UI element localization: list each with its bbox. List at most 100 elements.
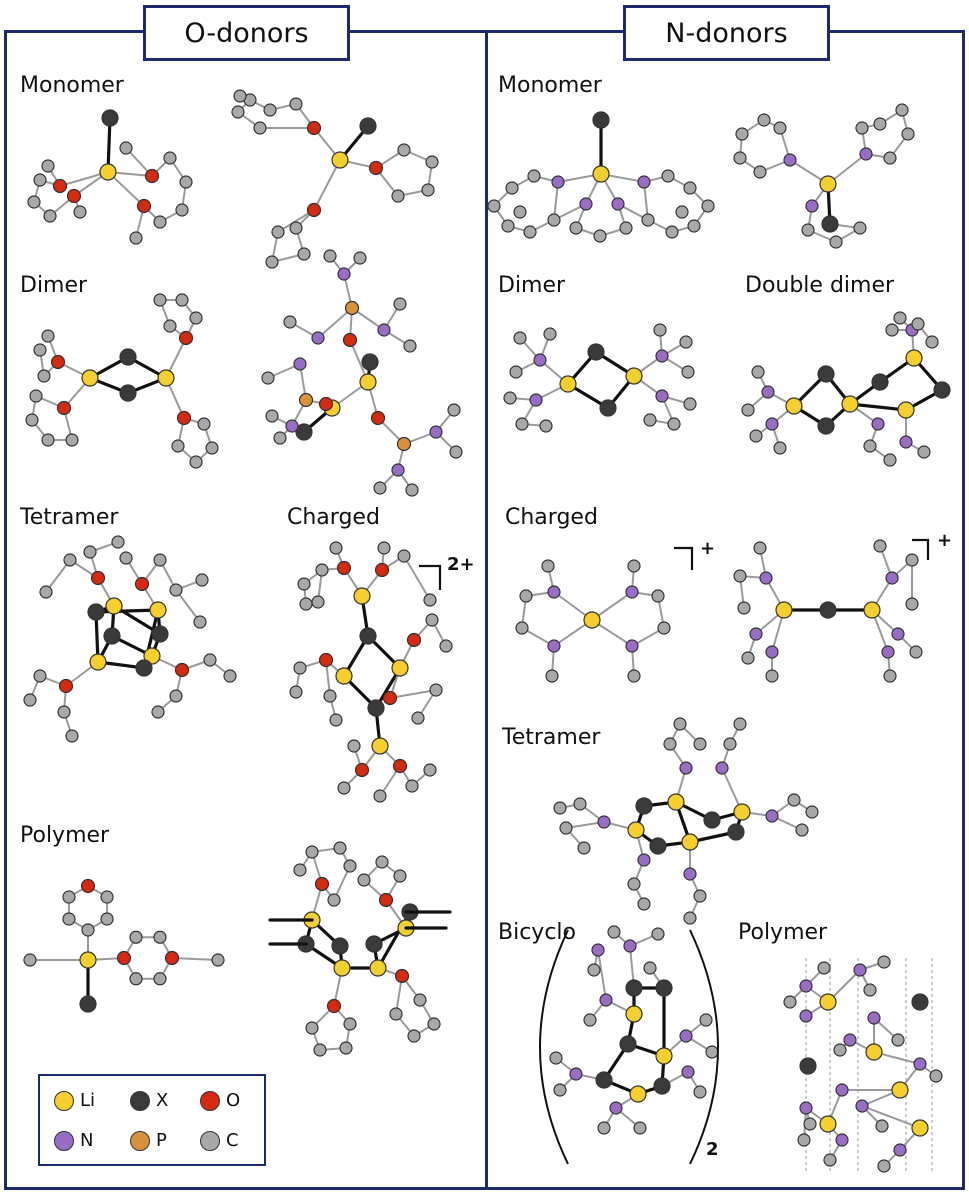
o-atom (116, 950, 132, 966)
c-atom (749, 429, 763, 443)
core-bond (106, 116, 112, 174)
c-atom (627, 559, 641, 573)
c-atom (527, 169, 541, 183)
c-atom (723, 737, 737, 751)
c-atom (83, 545, 97, 559)
o-atom (136, 198, 152, 214)
c-atom (699, 1013, 713, 1027)
o-donors-title: O-donors (143, 5, 350, 61)
legend-label-o: O (226, 1090, 241, 1111)
c-atom (643, 413, 657, 427)
c-atom (311, 595, 325, 609)
o-atom (342, 332, 358, 348)
c-atom (929, 1069, 943, 1083)
c-atom (273, 431, 287, 445)
c-atom (795, 823, 809, 837)
atom-legend: Li X O N P C (38, 1074, 266, 1166)
n-dimer-molecule (503, 323, 697, 433)
x-atom (799, 1057, 817, 1075)
n-dot-icon (54, 1130, 74, 1151)
o-atom (382, 690, 398, 706)
o-monomer-molecule-2 (231, 89, 439, 269)
x-atom (119, 348, 137, 366)
li-atom (625, 1005, 643, 1023)
c-atom (305, 1021, 319, 1035)
li-atom (863, 601, 881, 619)
n-atom (881, 645, 895, 659)
o-atom (336, 560, 352, 576)
x-atom (625, 979, 643, 997)
p-atom (396, 436, 412, 452)
c-atom (901, 127, 915, 141)
o-atom (318, 396, 334, 412)
o-polymer-molecule-1 (23, 878, 225, 1013)
o-atom (306, 202, 322, 218)
li-atom (819, 175, 837, 193)
charge-bracket (674, 546, 694, 570)
c-atom (667, 417, 681, 431)
c-atom (43, 209, 57, 223)
li-atom (331, 151, 349, 169)
n-double-dimer-molecule (741, 311, 951, 467)
c-atom (873, 539, 887, 553)
c-atom (265, 409, 279, 423)
c-atom (501, 219, 515, 233)
c-atom (449, 445, 463, 459)
n-atom (625, 585, 639, 599)
c-atom (675, 205, 689, 219)
o-atom (368, 160, 384, 176)
n-atom (655, 389, 669, 403)
n-atom (853, 963, 867, 977)
n-atom (893, 1143, 907, 1157)
n-atom (835, 1133, 849, 1147)
o-atom (374, 562, 390, 578)
bond (597, 949, 607, 1001)
n-charged-charge-1: + (700, 538, 716, 559)
o-atom (134, 576, 150, 592)
c-atom (65, 729, 79, 743)
x-atom (599, 399, 617, 417)
c-atom (593, 229, 607, 243)
n-atom (805, 199, 819, 213)
legend-label-x: X (156, 1090, 169, 1111)
n-atom (843, 1033, 857, 1047)
o-atom (90, 570, 106, 586)
o-atom (326, 998, 342, 1014)
li-atom (625, 367, 643, 385)
x-atom (103, 627, 121, 645)
bicyclo-subscript: 2 (706, 1139, 719, 1160)
x-atom (703, 811, 721, 829)
o-atom (314, 876, 330, 892)
c-atom (753, 541, 767, 555)
c-atom (693, 889, 707, 903)
c-atom (877, 955, 891, 969)
li-atom (369, 959, 387, 977)
c-atom (741, 651, 755, 665)
c-atom (885, 323, 899, 337)
p-atom (298, 392, 314, 408)
c-atom (909, 645, 923, 659)
n-atom (871, 417, 885, 431)
n-atom (609, 1101, 623, 1115)
c-atom (391, 189, 405, 203)
n-atom (913, 1057, 927, 1071)
li-atom (819, 1115, 837, 1133)
c-atom (735, 127, 749, 141)
li-dot-icon (54, 1090, 74, 1111)
c-atom (33, 343, 47, 357)
c-atom (313, 1043, 327, 1057)
o-monomer-label: Monomer (20, 73, 124, 98)
legend-item-x: X (130, 1090, 168, 1111)
o-polymer-chain-lines (268, 910, 452, 946)
n-atom (835, 1083, 849, 1097)
c-atom (405, 483, 419, 497)
c-atom (519, 589, 533, 603)
n-atom (715, 761, 729, 775)
x-atom (655, 979, 673, 997)
o-atom (178, 330, 194, 346)
c-atom (33, 173, 47, 187)
legend-label-p: P (156, 1130, 167, 1151)
charge-bracket (419, 564, 442, 590)
c-atom (513, 331, 527, 345)
